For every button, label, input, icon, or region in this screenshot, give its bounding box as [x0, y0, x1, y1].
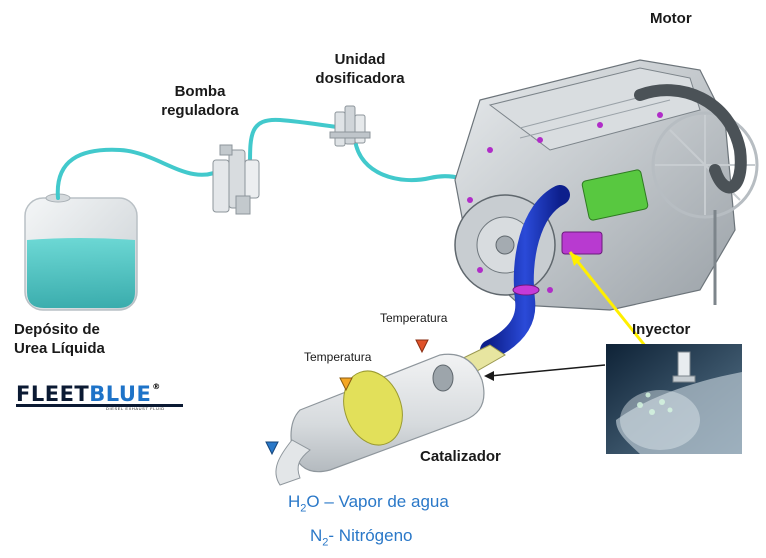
pump-unit	[212, 144, 260, 215]
catalyst-label: Catalizador	[420, 448, 501, 465]
logo-tagline: DIESEL EXHAUST FLUID	[106, 406, 165, 411]
temperature-marker-upper	[415, 339, 429, 354]
registered-mark: ®	[152, 382, 161, 391]
catalyst-pointer	[489, 364, 606, 377]
motor-label: Motor	[650, 10, 692, 27]
injector-label: Inyector	[632, 321, 691, 338]
dosing-unit-label: Unidad dosificadora	[315, 51, 405, 87]
output-water: H2O – Vapor de agua	[288, 492, 449, 515]
logo-underline	[16, 404, 183, 407]
engine	[454, 59, 759, 311]
output-nitrogen: N2- Nitrógeno	[310, 526, 413, 549]
dosing-unit	[329, 105, 371, 147]
injector-pointer	[568, 251, 652, 353]
temperature-label-lower: Temperatura	[304, 350, 372, 364]
pump-label: Bomba reguladora	[161, 83, 239, 119]
injector-inset	[606, 344, 742, 454]
fleetblue-logo: FLEETBLUE®	[16, 382, 161, 406]
temperature-label-upper: Temperatura	[380, 311, 448, 325]
logo-fleet: FLEET	[16, 382, 90, 406]
urea-tank	[24, 193, 138, 311]
catalyst	[275, 344, 506, 486]
urea-hose	[55, 117, 507, 212]
outlet-marker	[265, 441, 279, 456]
logo-blue: BLUE	[89, 382, 152, 406]
tank-label: Depósito de Urea Líquida	[14, 321, 105, 357]
temperature-marker-lower	[339, 377, 353, 392]
